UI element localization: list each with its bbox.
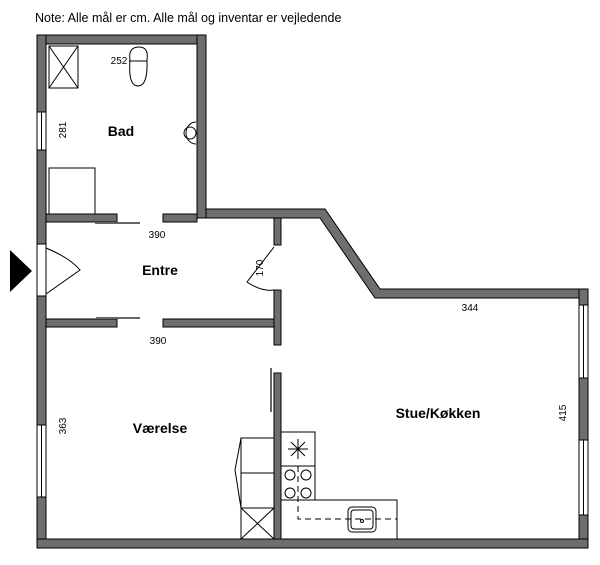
room-label-vaerelse: Værelse [133,420,188,436]
dim-entre-right: 170 [255,259,266,276]
dim-vaerelse-height: 363 [58,417,69,434]
plan-note: Note: Alle mål er cm. Alle mål og invent… [35,11,342,25]
dim-stue-height: 415 [558,404,569,421]
entrance-arrow-icon [10,250,32,292]
dim-bad-height: 281 [58,121,69,138]
dim-toilet: 252 [111,56,128,67]
bad-cabinet [48,167,96,215]
entry-door-frame [36,243,47,297]
dim-entre-bottom: 390 [150,336,167,347]
room-label-stue: Stue/Køkken [396,405,481,421]
toilet-icon [129,46,148,87]
walls [36,34,589,549]
wardrobe-icon [234,437,275,540]
room-label-entre: Entre [142,262,178,278]
dim-entre-top: 390 [149,230,166,241]
room-label-bad: Bad [108,123,134,139]
door-swing-entre [246,246,275,291]
kitchen-counter [280,431,398,539]
sink-icon [183,121,197,145]
shower-icon [48,45,79,89]
dim-stue-top: 344 [462,303,479,314]
entry-door-swing [45,247,81,295]
